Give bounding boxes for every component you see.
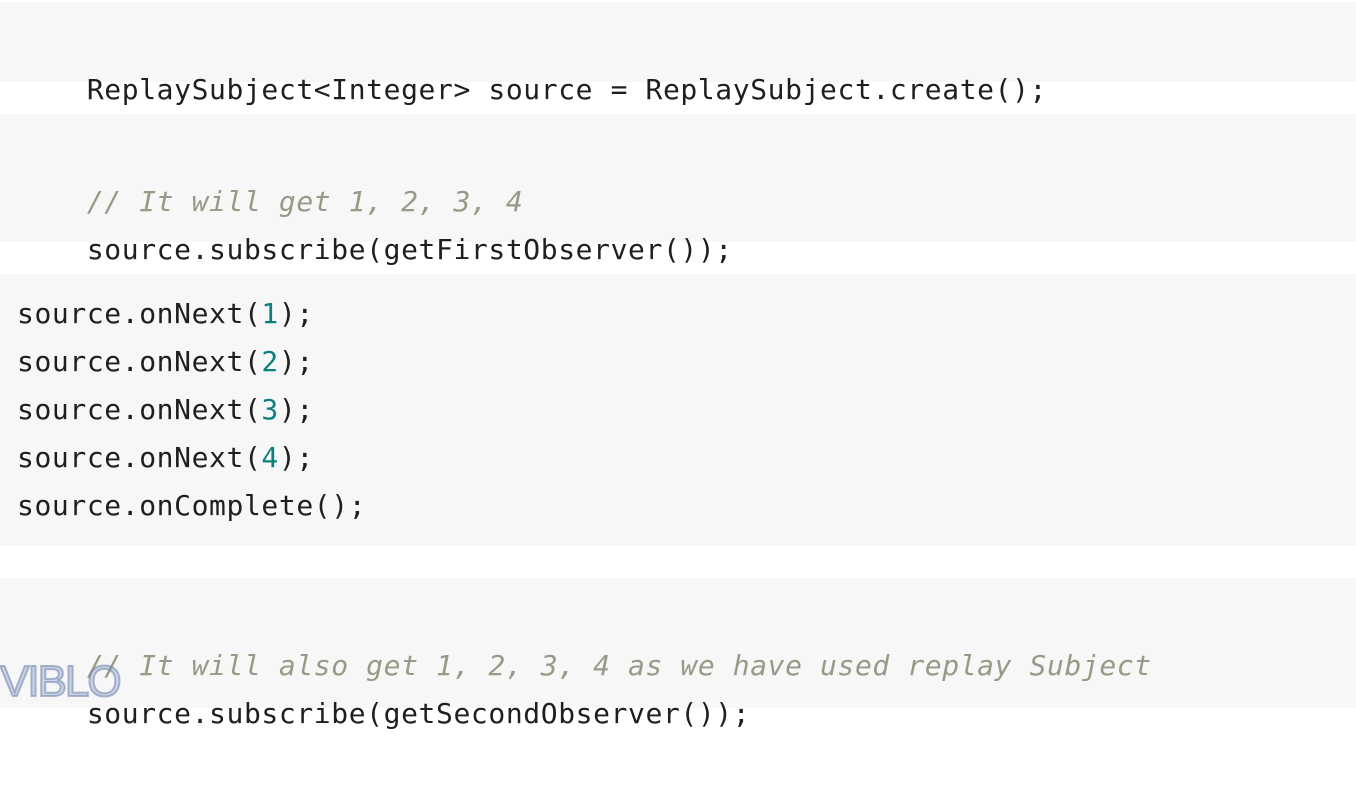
code-comment: // It will get 1, 2, 3, 4 bbox=[86, 185, 524, 218]
code-text: ); bbox=[278, 297, 314, 330]
code-block-second-subscribe: // It will also get 1, 2, 3, 4 as we hav… bbox=[0, 578, 1356, 730]
code-line: ReplaySubject<Integer> source = ReplaySu… bbox=[17, 18, 1047, 106]
code-text: ); bbox=[278, 441, 314, 474]
code-text: source.onNext( bbox=[17, 393, 262, 426]
code-block-emit-values: source.onNext(1); source.onNext(2); sour… bbox=[0, 274, 1356, 546]
code-line: source.subscribe(getFirstObserver()); bbox=[17, 178, 733, 266]
code-text: source.onNext( bbox=[17, 345, 262, 378]
code-text: source.onNext( bbox=[17, 441, 262, 474]
code-line: source.onComplete(); bbox=[17, 482, 366, 530]
code-line: // It will also get 1, 2, 3, 4 as we hav… bbox=[17, 594, 1152, 682]
code-line: source.onNext(1); bbox=[17, 290, 314, 338]
code-text: source.subscribe(getSecondObserver()); bbox=[86, 697, 751, 730]
code-number: 4 bbox=[261, 441, 279, 474]
code-block-first-subscribe: // It will get 1, 2, 3, 4 source.subscri… bbox=[0, 114, 1356, 266]
code-line: source.onNext(3); bbox=[17, 386, 314, 434]
code-text: source.onComplete(); bbox=[17, 489, 367, 522]
code-line: // It will get 1, 2, 3, 4 bbox=[17, 130, 523, 218]
code-text: source.subscribe(getFirstObserver()); bbox=[86, 233, 733, 266]
code-text: ); bbox=[278, 393, 314, 426]
code-line: source.onNext(2); bbox=[17, 338, 314, 386]
code-comment: // It will also get 1, 2, 3, 4 as we hav… bbox=[86, 649, 1152, 682]
code-line: source.onNext(4); bbox=[17, 434, 314, 482]
code-text: ); bbox=[278, 345, 314, 378]
code-number: 3 bbox=[261, 393, 279, 426]
code-line: source.subscribe(getSecondObserver()); bbox=[17, 642, 750, 730]
code-text: ReplaySubject<Integer> source = ReplaySu… bbox=[86, 73, 1048, 106]
code-text: source.onNext( bbox=[17, 297, 262, 330]
code-number: 2 bbox=[261, 345, 279, 378]
code-block-declaration: ReplaySubject<Integer> source = ReplaySu… bbox=[0, 2, 1356, 106]
code-number: 1 bbox=[261, 297, 279, 330]
